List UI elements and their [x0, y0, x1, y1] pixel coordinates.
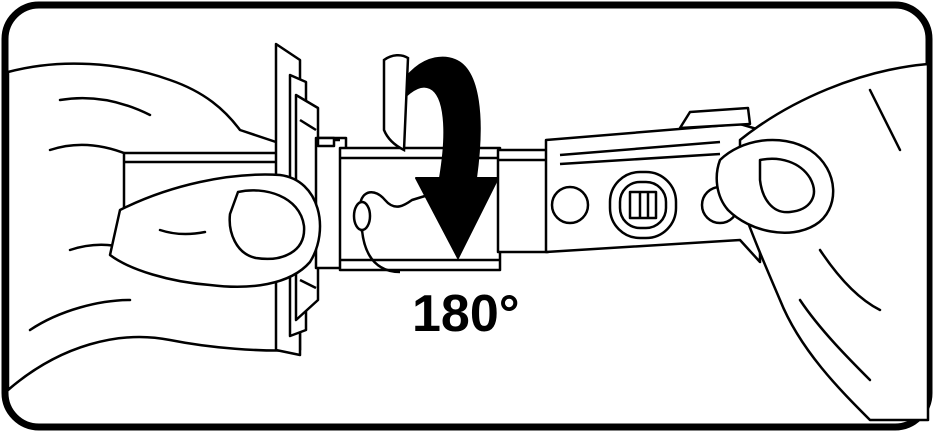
- latch-body: [496, 106, 762, 264]
- left-thumb: [108, 173, 322, 288]
- right-hand-icon: [715, 62, 930, 422]
- curved-rotation-arrow-icon: [382, 54, 499, 259]
- rotation-angle-label: 180°: [412, 285, 520, 343]
